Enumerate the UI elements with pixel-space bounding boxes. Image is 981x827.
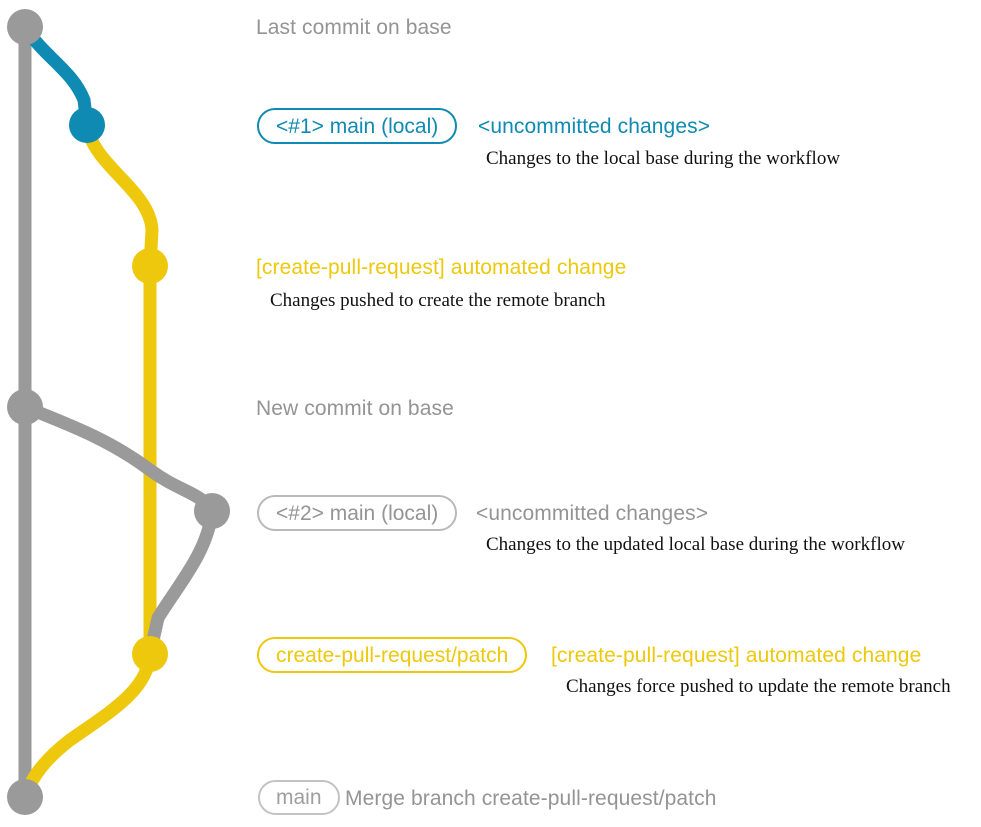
row-automated-change-2-headline: [create-pull-request] automated change xyxy=(551,644,922,667)
lane-new-base-to-local-main-2 xyxy=(18,400,219,518)
row-local-main-1-headline: <uncommitted changes> xyxy=(478,115,711,138)
commit-node-local-main-2[interactable] xyxy=(194,493,230,529)
lane-local-main-2-to-automated-2 xyxy=(143,504,219,661)
commit-node-last-commit-on-base[interactable] xyxy=(7,9,43,45)
row-automated-change-2-subtext: Changes force pushed to update the remot… xyxy=(566,676,951,697)
row-automated-change-1-headline: [create-pull-request] automated change xyxy=(256,256,627,279)
commit-node-merge-main[interactable] xyxy=(7,779,43,815)
commit-node-new-commit-on-base[interactable] xyxy=(7,389,43,425)
branch-badge-create-pull-request-patch[interactable]: create-pull-request/patch xyxy=(257,637,528,673)
row-merge-main-headline: Merge branch create-pull-request/patch xyxy=(345,787,717,810)
branch-badge-main[interactable]: main xyxy=(258,780,340,815)
row-local-main-2-headline: <uncommitted changes> xyxy=(476,502,709,525)
branch-badge-local-main-1[interactable]: <#1> main (local) xyxy=(257,108,458,144)
row-automated-change-1-subtext: Changes pushed to create the remote bran… xyxy=(270,290,606,311)
commit-node-automated-change-1[interactable] xyxy=(132,248,168,284)
row-local-main-1-subtext: Changes to the local base during the wor… xyxy=(486,148,841,169)
row-last-commit-on-base-headline: Last commit on base xyxy=(256,16,452,39)
commit-nodes xyxy=(7,9,230,815)
branch-badge-local-main-2[interactable]: <#2> main (local) xyxy=(257,495,458,531)
lane-local-main-1-to-automated-1 xyxy=(80,118,159,273)
row-new-commit-on-base-headline: New commit on base xyxy=(256,397,454,420)
commit-node-automated-change-2[interactable] xyxy=(132,636,168,672)
row-local-main-2-subtext: Changes to the updated local base during… xyxy=(486,534,905,555)
lane-automated-2-to-merge xyxy=(18,647,157,804)
commit-node-local-main-1[interactable] xyxy=(69,107,105,143)
